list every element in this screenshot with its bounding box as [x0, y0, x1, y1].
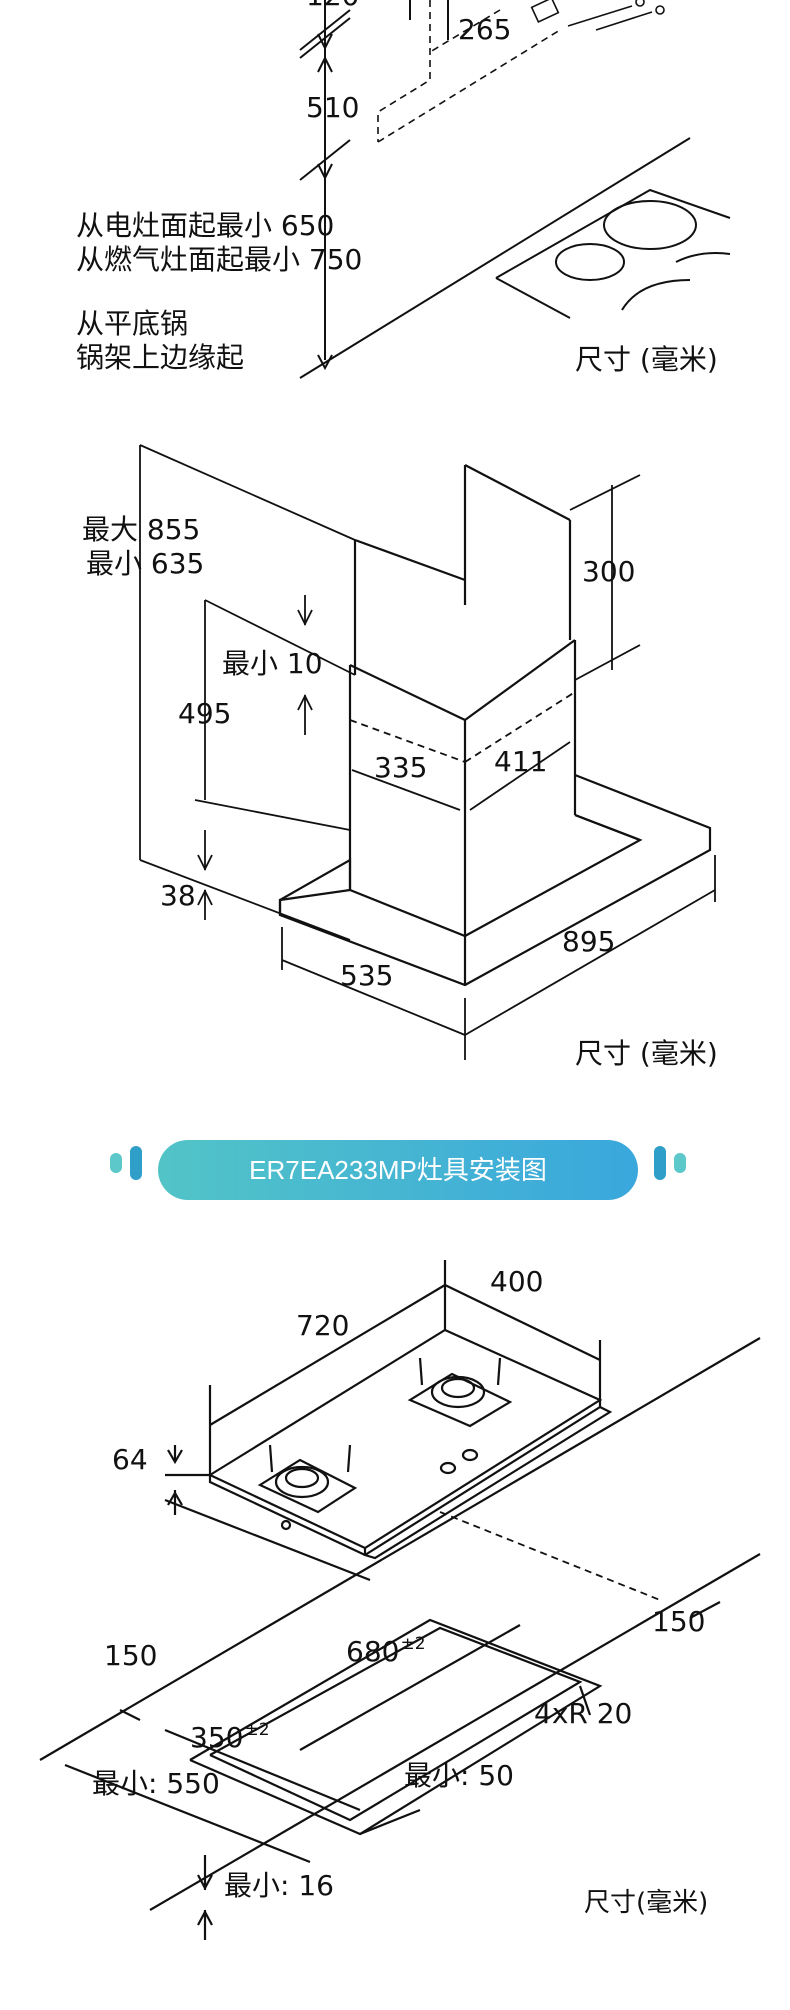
dim-350: 350±2 [190, 1722, 270, 1752]
dim-38: 38 [160, 879, 196, 912]
from-pot-label-1: 从平底锅 [76, 307, 189, 340]
dim-411: 411 [494, 745, 548, 778]
max-855-label: 最大 855 [82, 513, 201, 546]
dim-150-right: 150 [652, 1605, 706, 1638]
dim-720: 720 [296, 1309, 350, 1342]
dim-680: 680±2 [346, 1636, 426, 1666]
banner-deco-right-dark [654, 1146, 666, 1180]
units-label-3: 尺寸(毫米) [584, 1888, 709, 1918]
dim-495: 495 [178, 697, 232, 730]
dim-510: 510 [306, 91, 360, 124]
dim-400: 400 [490, 1265, 544, 1298]
dim-300: 300 [582, 555, 636, 588]
dim-120: 120 [306, 0, 359, 10]
banner-deco-left-light [110, 1153, 122, 1173]
radius-label: 4xR 20 [534, 1697, 633, 1730]
min-electric-label: 从电灶面起最小 650 [76, 209, 335, 242]
dim-895: 895 [562, 925, 616, 958]
dim-335: 335 [374, 751, 428, 784]
dim-150-left: 150 [104, 1639, 158, 1672]
hob-install-banner: ER7EA233MP灶具安装图 [158, 1140, 638, 1200]
dim-680-tolerance: ±2 [400, 1634, 426, 1654]
min-10-label: 最小 10 [222, 647, 323, 680]
min-16-label: 最小: 16 [224, 1869, 334, 1902]
units-label-2: 尺寸 (毫米) [575, 1037, 718, 1070]
dim-350-value: 350 [190, 1721, 244, 1754]
dim-265: 265 [458, 13, 512, 46]
units-label-1: 尺寸 (毫米) [575, 343, 718, 376]
dim-64: 64 [112, 1443, 148, 1476]
dim-350-tolerance: ±2 [244, 1720, 270, 1740]
min-50-label: 最小: 50 [404, 1759, 514, 1792]
banner-deco-left-dark [130, 1146, 142, 1180]
dim-680-value: 680 [346, 1635, 400, 1668]
hood-side-diagram [299, 0, 731, 379]
min-550-label: 最小: 550 [92, 1767, 220, 1800]
from-pot-label-2: 锅架上边缘起 [76, 341, 245, 374]
dim-535: 535 [340, 959, 394, 992]
hood-3d-diagram [139, 444, 716, 1060]
min-gas-label: 从燃气灶面起最小 750 [76, 243, 363, 276]
min-635-label: 最小 635 [86, 547, 205, 580]
hob-diagram [39, 1260, 761, 1940]
banner-deco-right-light [674, 1153, 686, 1173]
